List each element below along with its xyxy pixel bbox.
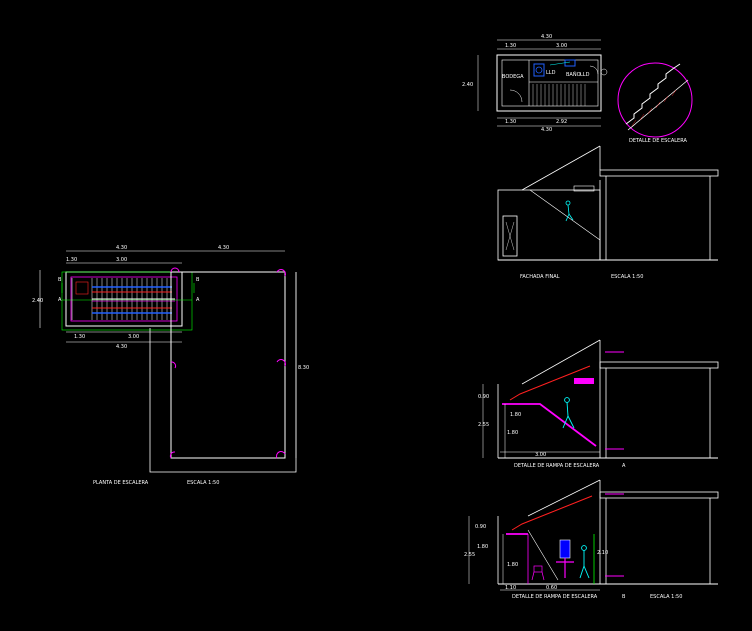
section-a-dim-inner: 1.80 [507,430,518,436]
plan-dim-bot-total: 4.30 [116,344,127,350]
plan-cut-label-a-right: A [196,297,200,303]
detail-plan: 4.30 1.30 3.00 BODEGA BAÑO LLD LLD [462,34,608,133]
plan-scale: ESCALA 1:50 [187,480,219,486]
plan-dim-top-mid: 3.00 [116,257,127,263]
section-b-letter: B [622,594,626,600]
plan-dim-bot-left: 1.30 [74,334,85,340]
detail-room-bano: BAÑO [566,71,581,78]
detail-room-bodega: BODEGA [502,74,524,80]
detail-dim-bot-left: 1.30 [505,119,516,125]
detail-room-lld-1: LLD [546,70,556,76]
detail-room-lld-2: LLD [580,72,590,78]
section-b-dim-bottom-b: 0.60 [546,585,557,591]
detail-dim-top-total: 4.30 [541,34,552,40]
section-b-title: DETALLE DE RAMPA DE ESCALERA [512,594,598,600]
detail-dim-top-right: 3.00 [556,43,567,49]
section-a-dim-total: 2.55 [478,422,489,428]
fachada-title: FACHADA FINAL [520,274,560,280]
plan-title: PLANTA DE ESCALERA [93,480,149,486]
section-b: 0.90 2.55 1.80 1.80 2.10 1.10 0.60 DETAL… [464,479,719,600]
fachada-scale: ESCALA 1:50 [611,274,643,280]
section-b-dim-total: 2.55 [464,552,475,558]
section-a-title: DETALLE DE RAMPA DE ESCALERA [514,463,600,469]
plan-cut-label-b-right: B [196,277,200,283]
plan-cut-label-b-left: B [58,277,62,283]
section-a-letter: A [622,463,626,469]
section-b-dim-top: 0.90 [475,524,486,530]
section-b-dim-mid: 2.10 [597,550,608,556]
plan-dim-bot-mid: 3.00 [128,334,139,340]
plan-dim-top-total: 4.30 [116,245,127,251]
section-a: 0.90 2.55 1.80 1.80 3.00 DETALLE DE RAMP… [478,339,719,469]
stair-detail-circle: DETALLE DE ESCALERA [617,62,693,144]
plan-dim-top-right: 4.30 [218,245,229,251]
detail-dim-top-left: 1.30 [505,43,516,49]
section-a-dim-bottom: 3.00 [535,452,546,458]
detail-dim-left: 2.40 [462,82,473,88]
plan-dim-top-left: 1.30 [66,257,77,263]
plan-dim-right-height: 8.30 [298,365,309,371]
fachada-elevation: FACHADA FINAL ESCALA 1:50 [497,145,719,280]
stair-detail-title: DETALLE DE ESCALERA [629,138,687,144]
section-a-dim-inner-b: 1.80 [510,412,521,418]
plan-cut-label-a-left: A [58,297,62,303]
detail-dim-bot-right: 2.92 [556,119,567,125]
section-b-scale: ESCALA 1:50 [650,594,682,600]
section-a-dim-top: 0.90 [478,394,489,400]
stair-plan: 4.30 4.30 1.30 3.00 2.40 [32,245,309,486]
section-b-dim-bottom-a: 1.10 [505,585,516,591]
section-b-dim-inner-b: 1.80 [507,562,518,568]
plan-dim-left-height: 2.40 [32,298,43,304]
section-b-dim-inner: 1.80 [477,544,488,550]
detail-dim-bot-total: 4.30 [541,127,552,133]
